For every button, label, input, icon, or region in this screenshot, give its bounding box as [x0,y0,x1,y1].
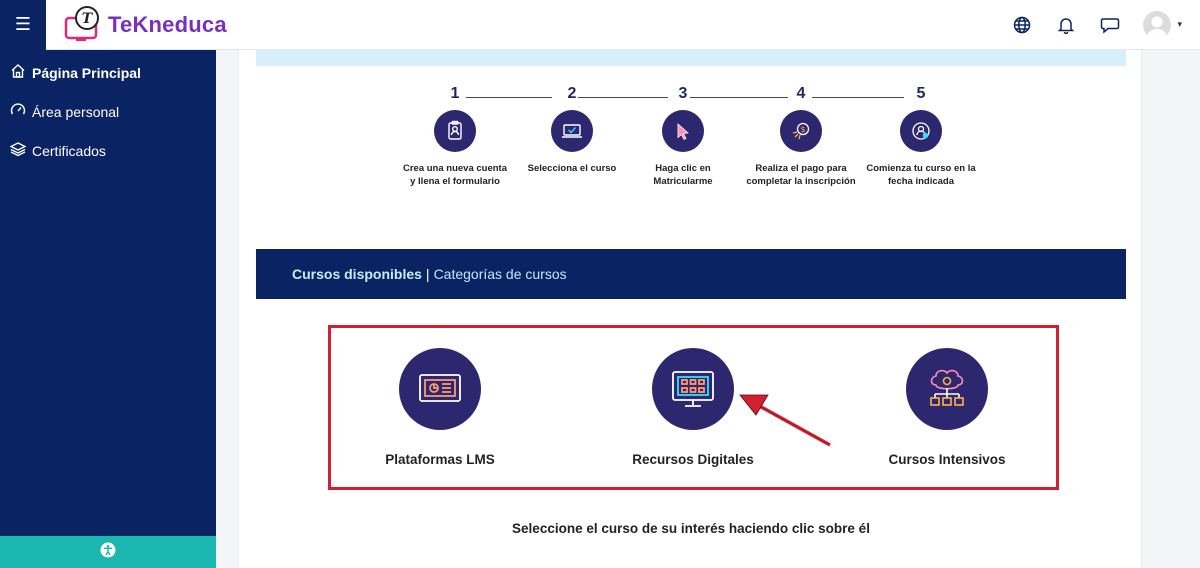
sidebar-item-dashboard[interactable]: Área personal [0,92,216,131]
svg-text:T: T [82,11,94,27]
chat-icon[interactable] [1099,14,1121,36]
chevron-down-icon: ▾ [1177,19,1182,29]
laptop-check-icon [551,110,593,152]
brain-network-icon [906,348,988,430]
hamburger-menu-button[interactable]: ☰ [0,0,46,50]
course-digital-resources[interactable]: Recursos Digitales [598,348,788,467]
step-connector [578,97,668,98]
sidebar: Página Principal Área personal Certifica… [0,50,216,568]
course-intensive[interactable]: Cursos Intensivos [852,348,1042,467]
accessibility-icon [100,542,116,563]
step-connector [690,97,788,98]
avatar [1143,10,1172,39]
sidebar-item-certificates[interactable]: Certificados [0,131,216,170]
step-connector [466,97,552,98]
accessibility-button[interactable] [0,536,216,568]
sidebar-item-home[interactable]: Página Principal [0,53,216,92]
selection-hint: Seleccione el curso de su interés hacien… [512,521,870,536]
svg-text:$: $ [800,125,805,134]
course-selection-highlight: Plataformas LMS Recursos Digitales Curso… [328,325,1059,490]
rocket-coin-icon: $ [780,110,822,152]
presentation-board-icon [399,348,481,430]
cursor-click-icon [662,110,704,152]
pointer-arrow-annotation [739,394,831,447]
monitor-grid-icon [652,348,734,430]
step-5: 5 Comienza tu curso en la fecha indicada [866,85,976,187]
step-4: 4 $ Realiza el pago para completar la in… [746,85,856,187]
user-menu[interactable]: ▾ [1143,10,1182,39]
step-2: 2 Selecciona el curso [527,85,617,174]
banner-separator: | [425,266,430,282]
home-icon [10,63,26,82]
step-connector [812,97,904,98]
globe-icon[interactable] [1011,14,1033,36]
user-badge-icon [900,110,942,152]
available-courses-link[interactable]: Cursos disponibles [292,266,422,282]
hamburger-icon: ☰ [14,14,32,34]
top-navbar: ☰ T TeKneduca [0,0,1200,50]
id-card-icon [434,110,476,152]
layers-icon [9,141,27,160]
logo-mark-icon: T [64,5,104,44]
course-lms-platforms[interactable]: Plataformas LMS [345,348,535,467]
top-info-strip [256,50,1126,66]
course-categories-link[interactable]: Categorías de cursos [433,266,567,282]
courses-banner: Cursos disponibles | Categorías de curso… [256,249,1126,299]
bell-icon[interactable] [1055,14,1077,36]
enrollment-steps: 1 Crea una nueva cuenta y llena el formu… [403,84,976,208]
sidebar-item-label: Área personal [32,103,120,120]
sidebar-item-label: Página Principal [32,64,141,81]
site-logo[interactable]: T TeKneduca [64,5,227,44]
sidebar-item-label: Certificados [32,142,106,159]
step-1: 1 Crea una nueva cuenta y llena el formu… [402,85,507,187]
brand-name: TeKneduca [108,11,227,37]
step-3: 3 Haga clic en Matricularme [653,85,713,187]
gauge-icon [10,102,26,121]
